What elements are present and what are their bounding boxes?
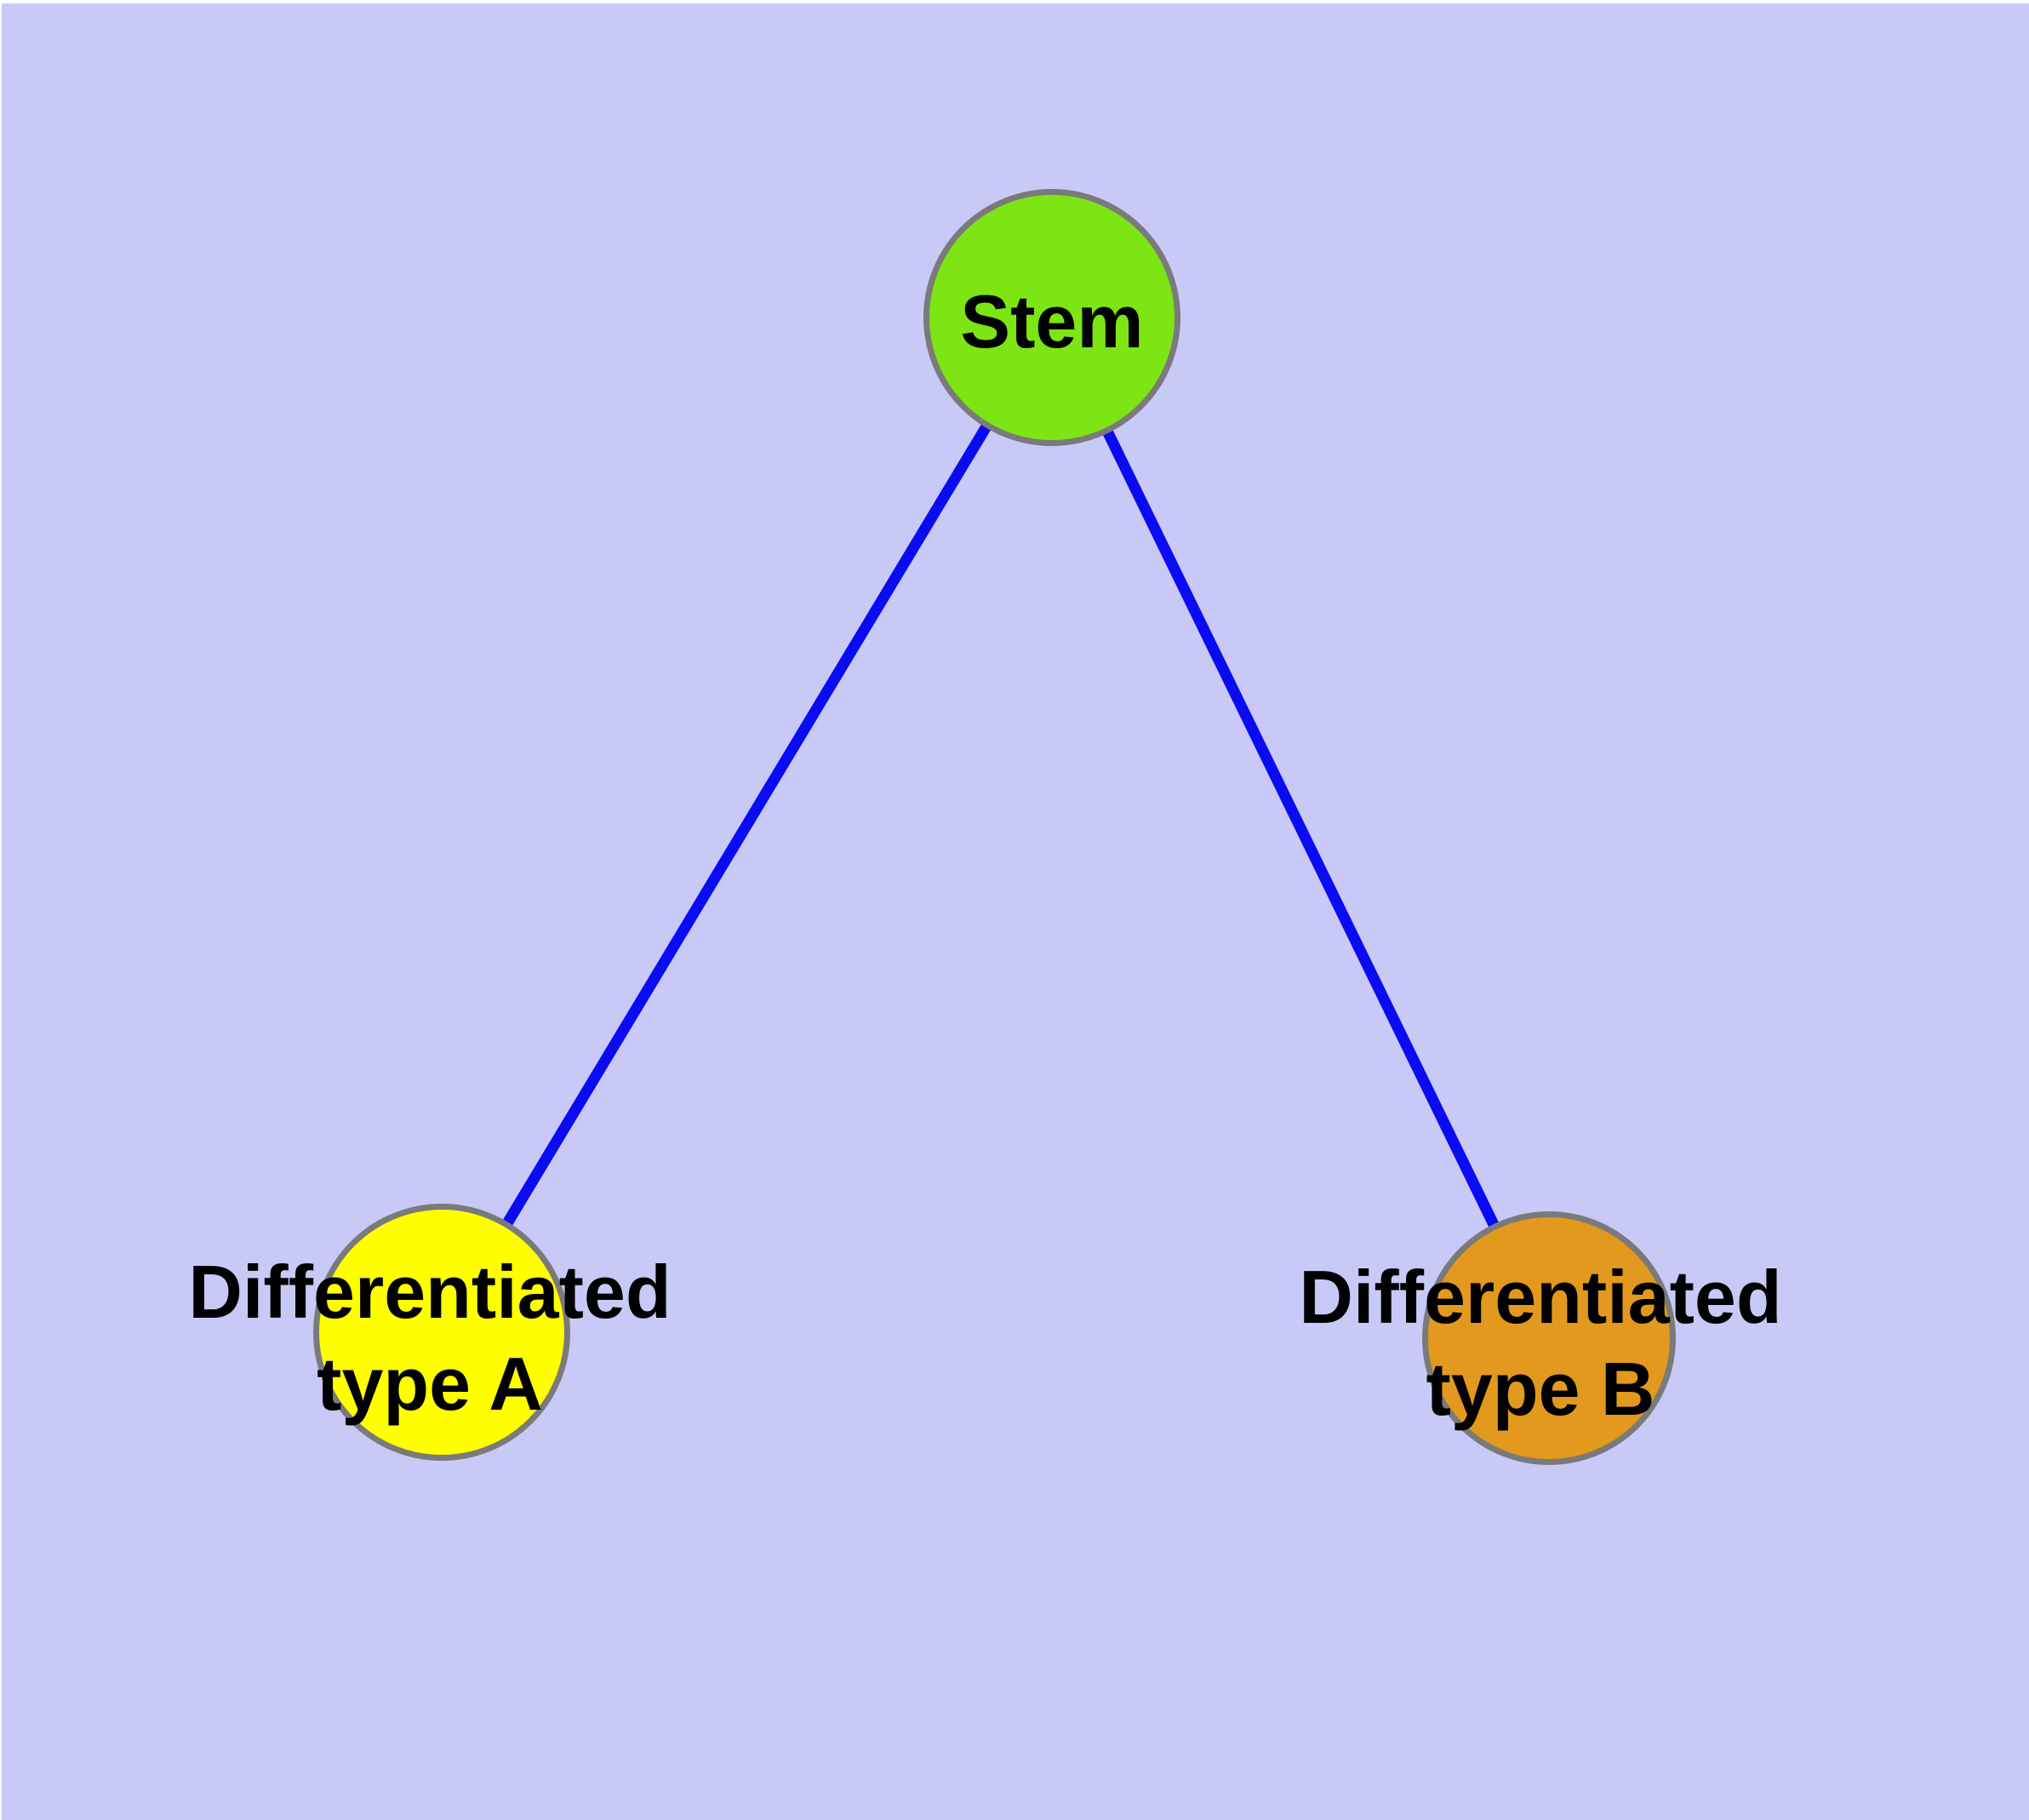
label-line: Differentiated [188, 1250, 672, 1334]
node-differentiated-type-b [1422, 1211, 1676, 1465]
label-line: type A [317, 1342, 543, 1426]
node-differentiated-type-b-label: Differentiated type B [1299, 1251, 1781, 1435]
node-stem-label: Stem [960, 276, 1143, 368]
label-line: type B [1426, 1347, 1655, 1431]
left-margin [0, 0, 2, 1820]
node-differentiated-type-a [313, 1204, 570, 1461]
node-stem [923, 189, 1180, 446]
edge-line [437, 314, 1057, 1336]
edge-line [1047, 315, 1554, 1341]
node-differentiated-type-a-label: Differentiated type A [188, 1246, 671, 1430]
top-margin [0, 0, 2029, 3]
label-line: Stem [960, 279, 1144, 363]
label-line: Differentiated [1299, 1255, 1782, 1339]
